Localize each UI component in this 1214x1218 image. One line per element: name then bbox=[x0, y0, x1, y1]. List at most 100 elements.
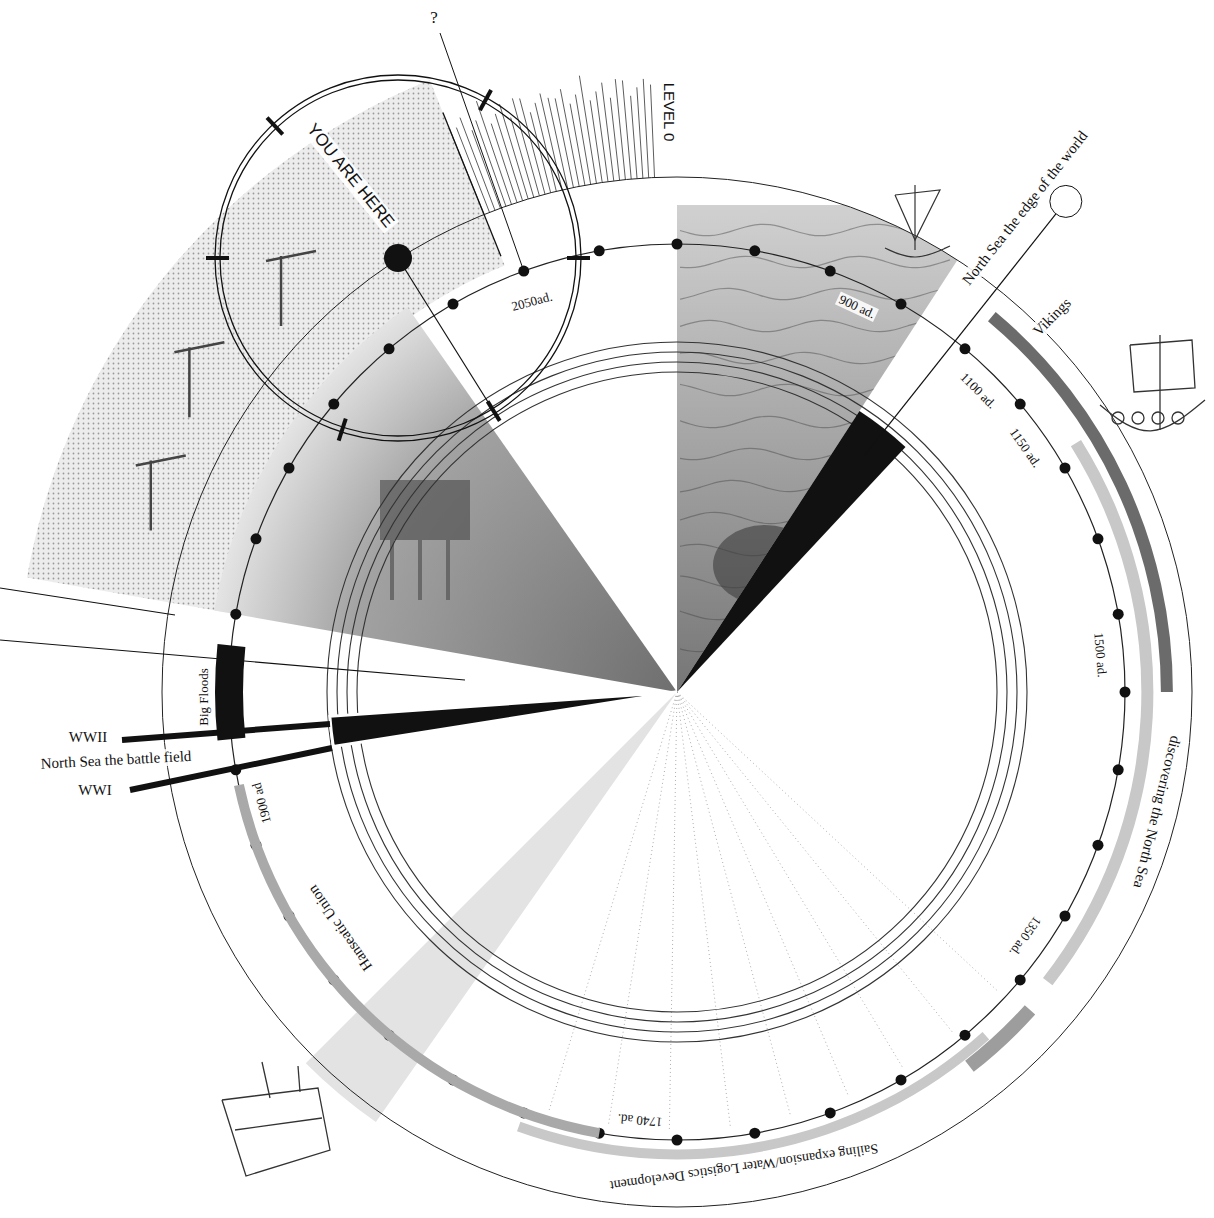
dotted-ray bbox=[677, 692, 849, 1097]
period-band: Sailing expansion/Water Logistics Develo… bbox=[515, 1030, 991, 1161]
period-band: discovering the North Sea bbox=[1041, 438, 1155, 987]
timeline-dot bbox=[384, 343, 395, 354]
timeline-dot bbox=[749, 1128, 760, 1139]
ring-tick bbox=[488, 401, 500, 421]
node-outline bbox=[986, 310, 1175, 694]
crane-boom bbox=[266, 251, 316, 261]
period-band bbox=[965, 1005, 1035, 1072]
band-shape bbox=[988, 312, 1173, 692]
year-label: 2050ad. bbox=[508, 289, 556, 315]
timeline-dot bbox=[959, 343, 970, 354]
year-label: 1500 ad. bbox=[1091, 630, 1109, 680]
timeline-dot bbox=[594, 245, 605, 256]
timeline-dot bbox=[825, 1107, 836, 1118]
period-band: Vikings bbox=[986, 310, 1175, 694]
timeline-dot bbox=[518, 1107, 529, 1118]
sketch-stroke bbox=[1130, 340, 1195, 392]
war-wedge bbox=[330, 692, 677, 746]
dotted-ray bbox=[548, 692, 677, 1113]
timeline-dot bbox=[328, 399, 339, 410]
hatch-line bbox=[570, 104, 585, 186]
year-label: 1150 ad. bbox=[1005, 424, 1044, 472]
crane-figure bbox=[266, 251, 316, 326]
timeline-dot bbox=[448, 1074, 459, 1085]
shield-sketch bbox=[1132, 412, 1144, 424]
band-shape bbox=[517, 1032, 989, 1159]
hatch-line bbox=[500, 104, 529, 199]
picture-edge-line bbox=[0, 588, 175, 615]
node-outline bbox=[515, 1030, 991, 1161]
marker-circle: YOU ARE HERE bbox=[204, 64, 592, 452]
timeline-ring bbox=[229, 244, 1125, 1140]
platform-picture bbox=[214, 307, 677, 692]
node-outline bbox=[204, 64, 592, 452]
timeline-dot bbox=[230, 609, 241, 620]
timeline-dot bbox=[1092, 840, 1103, 851]
hanseatic-ship-sketch bbox=[222, 1062, 330, 1176]
year-label: 1100 ad. bbox=[955, 369, 999, 413]
platform-leg bbox=[418, 540, 422, 600]
hatch-line bbox=[643, 79, 648, 178]
timeline-dot bbox=[825, 266, 836, 277]
sketch-stroke bbox=[262, 1062, 270, 1098]
wave-line bbox=[680, 416, 950, 427]
node-outline bbox=[213, 642, 247, 743]
timeline-dot bbox=[328, 974, 339, 985]
timeline-dot bbox=[896, 1074, 907, 1085]
year-label: 1740 ad. bbox=[615, 1111, 665, 1129]
wave-line bbox=[680, 384, 950, 395]
hatch-line bbox=[579, 76, 596, 184]
question-leader bbox=[440, 33, 524, 271]
leader-line bbox=[863, 214, 1056, 457]
hatch-line bbox=[511, 118, 534, 198]
hatch-line bbox=[520, 99, 545, 195]
shield-sketch bbox=[1172, 412, 1184, 424]
ring-line bbox=[220, 80, 576, 436]
sea-waves bbox=[680, 224, 950, 651]
war-label: WWII bbox=[67, 729, 109, 746]
hatch-line bbox=[535, 103, 556, 191]
timeline-dot bbox=[1015, 974, 1026, 985]
sketch-stroke bbox=[222, 1088, 330, 1176]
dotted-ray bbox=[669, 692, 677, 1132]
ring-line bbox=[215, 75, 581, 441]
crane-boom bbox=[174, 342, 224, 352]
band-label: Hanseatic Union bbox=[303, 881, 376, 976]
shield-sketch bbox=[1152, 412, 1164, 424]
sketch-stroke bbox=[1100, 400, 1205, 431]
ship-sketch bbox=[885, 185, 950, 257]
war-label: WWI bbox=[76, 782, 113, 799]
year-label: 1350 ad. bbox=[1005, 912, 1045, 960]
timeline-dot bbox=[1059, 911, 1070, 922]
timeline-dot bbox=[1015, 399, 1026, 410]
hatch-line bbox=[495, 114, 522, 201]
level-label: LEVEL 0 bbox=[661, 81, 678, 144]
node-outline bbox=[1041, 438, 1155, 987]
period-band: Big Floods bbox=[213, 642, 247, 743]
band-label: Sailing expansion/Water Logistics Develo… bbox=[607, 1141, 881, 1194]
viking-ship-sketch bbox=[1100, 335, 1205, 431]
band-label: Vikings bbox=[1028, 293, 1075, 340]
sea-ground bbox=[677, 205, 957, 692]
wave-line bbox=[680, 608, 950, 619]
pointer-line bbox=[398, 258, 492, 409]
timeline-dot bbox=[959, 1030, 970, 1041]
leader-circle bbox=[1050, 185, 1082, 217]
hatch-line bbox=[596, 91, 608, 181]
era-label: North Sea the battle field bbox=[38, 748, 193, 773]
timeline-dot bbox=[1113, 609, 1124, 620]
ring-tick bbox=[267, 118, 283, 135]
platform-deck bbox=[380, 480, 470, 540]
hatch-line bbox=[590, 100, 602, 182]
band-shape bbox=[215, 644, 245, 741]
wave-line bbox=[680, 224, 950, 235]
hatch-line bbox=[456, 128, 489, 213]
hatch-line bbox=[631, 96, 637, 179]
question-mark: ? bbox=[428, 9, 440, 28]
timeline-dot bbox=[224, 687, 235, 698]
ring-tick bbox=[339, 419, 346, 441]
timeline-dot bbox=[284, 911, 295, 922]
here-dot bbox=[384, 244, 412, 272]
